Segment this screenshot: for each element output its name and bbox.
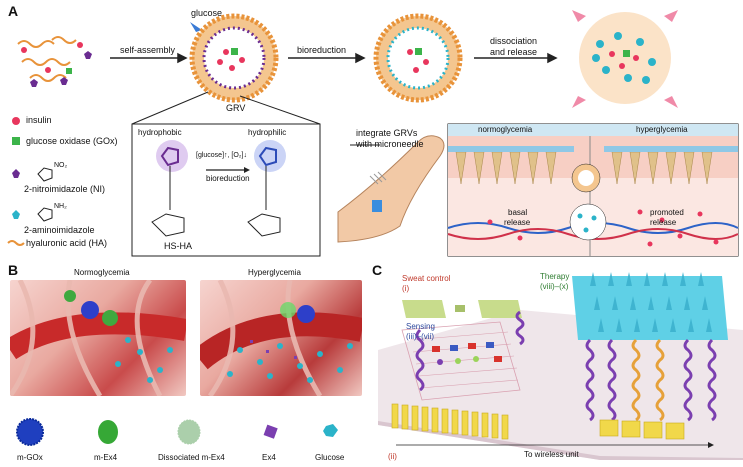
bottom-num: (ii) (388, 452, 397, 461)
b-legend-mex4: m-Ex4 (94, 453, 118, 462)
free-polymer-chains (17, 36, 77, 82)
mechanism-bioreduction-label: bioreduction (206, 174, 250, 183)
legend-insulin: insulin (26, 115, 52, 125)
hyperglycemia-render (200, 280, 362, 396)
imidazole-structures (37, 167, 53, 222)
dissociated-cluster (572, 10, 678, 108)
basal-release-label-1: basal (508, 208, 528, 217)
free-particles (21, 42, 92, 87)
process-arrows (110, 52, 558, 64)
legend-gox: glucose oxidase (GOx) (26, 136, 118, 146)
panel-c-letter: C (372, 262, 383, 278)
sweat-control-num: (i) (402, 284, 410, 293)
condition-label: [glucose]↑, [O₂]↓ (196, 152, 247, 159)
legend-icons (7, 117, 25, 246)
b-legend-dissociated: Dissociated m-Ex4 (158, 453, 225, 462)
sensing-grid (401, 321, 521, 401)
sensing-num: (iii)–(vii) (406, 332, 434, 341)
legend-nh2: NH₂ (54, 203, 67, 210)
bioreduction-label: bioreduction (297, 45, 347, 55)
normoglycemia-title: Normoglycemia (74, 268, 130, 277)
hs-ha-label: HS-HA (164, 241, 193, 251)
normoglycemia-render (10, 280, 186, 396)
dissociation-label-2: and release (490, 47, 538, 57)
hyperglycemia-title: Hyperglycemia (248, 268, 301, 277)
b-legend-glucose: Glucose (315, 453, 345, 462)
grv-label: GRV (226, 103, 246, 113)
hydrophilic-label: hydrophilic (248, 128, 287, 137)
glucose-arrow (190, 22, 202, 32)
therapy-contacts (599, 419, 685, 440)
glucose-label: glucose (191, 8, 223, 18)
sweat-control-pads (402, 300, 446, 318)
therapy-label: Therapy (540, 272, 570, 281)
legend-ni: 2-nitroimidazole (NI) (24, 184, 106, 194)
wireless-label: To wireless unit (524, 450, 579, 459)
sensing-label: Sensing (406, 322, 435, 331)
integrate-label-1: integrate GRVs (356, 128, 418, 138)
panel-a-letter: A (8, 3, 19, 19)
sensor-pixels (432, 342, 502, 365)
arm-illustration (337, 135, 445, 243)
promoted-release-label-2: release (650, 218, 677, 227)
therapy-num: (viii)–(x) (540, 282, 569, 291)
promoted-release-label-1: promoted (650, 208, 684, 217)
panel-b-letter: B (8, 262, 19, 278)
hydrophobic-label: hydrophobic (138, 128, 182, 137)
integrate-label-2: with microneedle (356, 139, 424, 149)
grv-vesicle (189, 13, 279, 103)
self-assembly-label: self-assembly (120, 45, 176, 55)
dissociation-label-1: dissociation (490, 36, 538, 46)
legend-no2: NO₂ (54, 162, 68, 169)
legend-amino: 2-aminoimidazole (24, 225, 95, 235)
b-legend-ex4: Ex4 (262, 453, 276, 462)
reduced-vesicle (373, 13, 463, 103)
sweat-control-label: Sweat control (402, 274, 451, 283)
mechanism-molecules (151, 140, 286, 237)
hyperglycemia-label: hyperglycemia (636, 125, 688, 134)
normoglycemia-label: normoglycemia (478, 125, 533, 134)
electrode-strip (391, 403, 509, 440)
inset-dissociated-vesicle (569, 203, 607, 241)
basal-release-label-2: release (504, 218, 531, 227)
legend-ha: hyaluronic acid (HA) (26, 238, 108, 248)
b-legend-mgox: m-GOx (17, 453, 43, 462)
serpentine-interconnects (415, 310, 717, 422)
